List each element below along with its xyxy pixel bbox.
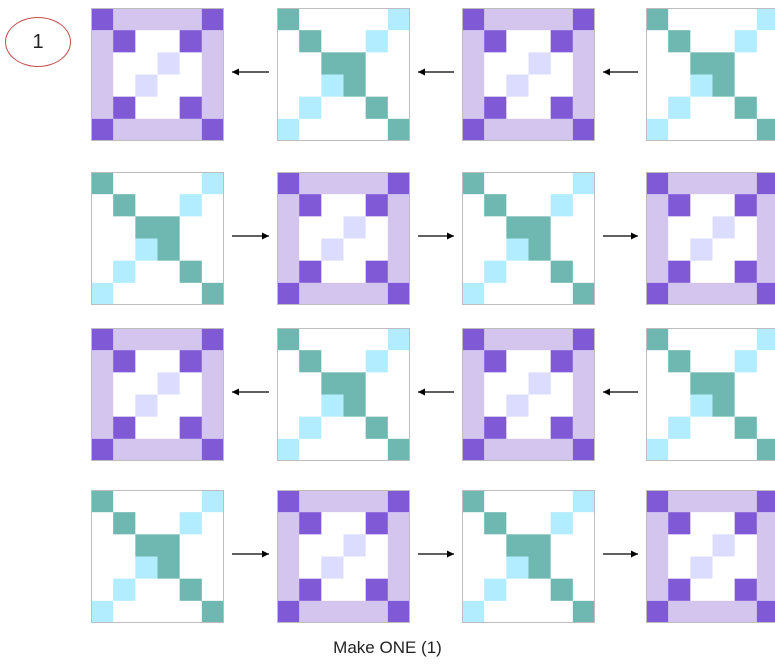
frame-block — [91, 8, 224, 141]
x-block — [277, 8, 410, 141]
frame-block — [646, 172, 775, 305]
x-block — [91, 172, 224, 305]
arrow — [603, 551, 638, 558]
x-block — [91, 490, 224, 623]
frame-block — [277, 490, 410, 623]
arrow — [232, 389, 269, 396]
arrow — [603, 233, 638, 240]
x-block — [462, 172, 595, 305]
frame-block — [277, 172, 410, 305]
arrow — [418, 233, 454, 240]
arrow — [603, 389, 638, 396]
x-block — [277, 328, 410, 461]
x-block — [646, 328, 775, 461]
frame-block — [91, 328, 224, 461]
frame-block — [462, 328, 595, 461]
arrow — [418, 551, 454, 558]
arrow — [232, 551, 269, 558]
caption: Make ONE (1) — [0, 638, 775, 658]
arrow — [418, 69, 454, 76]
arrow — [232, 69, 269, 76]
frame-block — [462, 8, 595, 141]
x-block — [646, 8, 775, 141]
frame-block — [646, 490, 775, 623]
arrow — [603, 69, 638, 76]
arrow — [418, 389, 454, 396]
arrow — [232, 233, 269, 240]
x-block — [462, 490, 595, 623]
